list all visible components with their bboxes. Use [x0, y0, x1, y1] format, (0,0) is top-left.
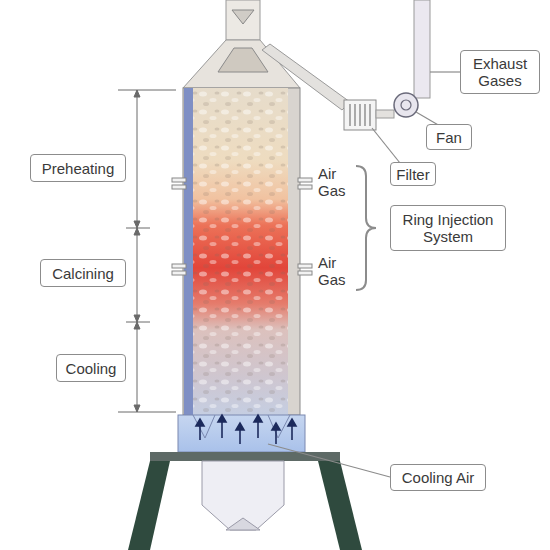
callout-box: Cooling Air: [390, 464, 486, 491]
port-label: Air Gas: [318, 254, 354, 288]
callout-box: Calcining: [40, 259, 126, 287]
shaft-wall: [183, 88, 300, 415]
fan-symbol: [394, 93, 418, 117]
zone-dimension: [118, 90, 176, 412]
callout-text: Cooling: [66, 360, 117, 377]
exhaust-stack: [414, 0, 430, 98]
callout-box: Ring Injection System: [390, 205, 506, 251]
filter-bags: [350, 104, 370, 126]
feed-chute: [226, 0, 260, 40]
filter-body: [344, 100, 376, 130]
callout-box: Fan: [426, 124, 472, 150]
callout-box: Cooling: [56, 354, 126, 382]
injection-ring: [172, 264, 312, 275]
callout-text: Fan: [436, 129, 462, 146]
fan-hub: [401, 100, 411, 110]
discharge-hopper: [202, 461, 284, 530]
injection-ring: [172, 178, 312, 189]
callout-text: Exhaust Gases: [465, 55, 535, 89]
air-arrows: [196, 415, 296, 444]
support-leg: [128, 461, 170, 550]
callout-box: Exhaust Gases: [460, 50, 540, 94]
callout-text: Filter: [396, 166, 429, 183]
callout-text: Calcining: [52, 265, 114, 282]
callout-text: Preheating: [42, 160, 115, 177]
limestone-texture: [193, 88, 288, 415]
bracket: [356, 166, 376, 290]
port-label: Air Gas: [318, 165, 354, 199]
base-plate: [150, 452, 340, 461]
callout-text: Cooling Air: [402, 469, 475, 486]
refractory-lining: [184, 88, 193, 415]
feed-valve: [232, 10, 254, 24]
inner-cone: [218, 48, 268, 72]
callout-text: Ring Injection System: [395, 211, 501, 245]
fan-duct: [376, 110, 394, 118]
discharge-valve: [226, 518, 260, 530]
support-leg: [318, 461, 362, 550]
callout-box: Filter: [390, 162, 436, 186]
callout-box: Preheating: [30, 154, 126, 182]
cooling-chamber: [178, 415, 305, 452]
limestone-charge: [193, 88, 288, 415]
